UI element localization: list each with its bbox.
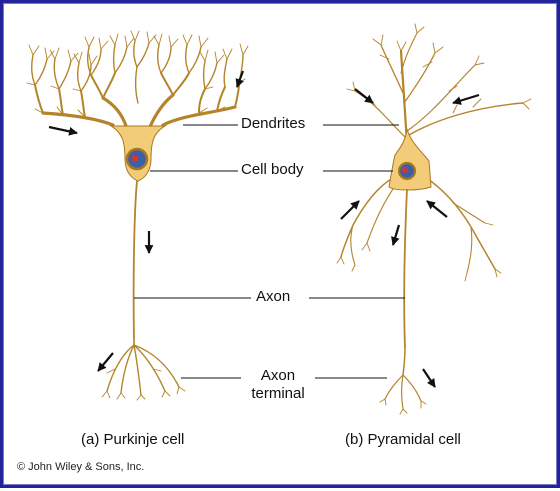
pyramidal-dendrites [336, 23, 532, 282]
pyramidal-soma [388, 128, 432, 191]
purkinje-axon-terminal [101, 337, 186, 401]
pyramidal-axon [403, 188, 408, 349]
arrow-pyramidal-basal-right [426, 200, 448, 218]
leader-lines [134, 124, 405, 379]
neuron-diagram [26, 23, 532, 415]
arrow-pyramidal-axon [391, 224, 401, 246]
arrow-pyramidal-terminal [422, 368, 436, 388]
arrow-purkinje-dendrite-right [235, 70, 245, 88]
purkinje-cell [26, 30, 249, 401]
label-axon-terminal-line2: terminal [251, 385, 305, 402]
label-cell-body: Cell body [238, 161, 307, 179]
pyramidal-axon-terminal [379, 347, 427, 415]
arrow-purkinje-terminal [97, 352, 114, 372]
purkinje-dendrites [26, 30, 249, 131]
label-dendrites: Dendrites [238, 115, 309, 133]
label-axon-terminal: Axon terminal [241, 367, 315, 403]
pyramidal-cell [336, 23, 532, 415]
pyramidal-nucleolus [402, 167, 408, 173]
arrow-pyramidal-basal-left [340, 200, 360, 220]
caption-purkinje: (a) Purkinje cell [81, 431, 185, 448]
purkinje-axon [132, 180, 138, 339]
copyright-notice: © John Wiley & Sons, Inc. [17, 461, 145, 473]
caption-pyramidal: (b) Pyramidal cell [345, 431, 461, 448]
label-axon: Axon [253, 288, 294, 306]
arrow-pyramidal-dendrite-right [452, 93, 480, 105]
purkinje-nucleolus [131, 154, 139, 162]
signal-arrows [48, 70, 480, 388]
arrow-pyramidal-dendrite-left [354, 88, 374, 104]
label-axon-terminal-line1: Axon [260, 367, 296, 384]
arrow-purkinje-dendrite-left [48, 125, 78, 136]
